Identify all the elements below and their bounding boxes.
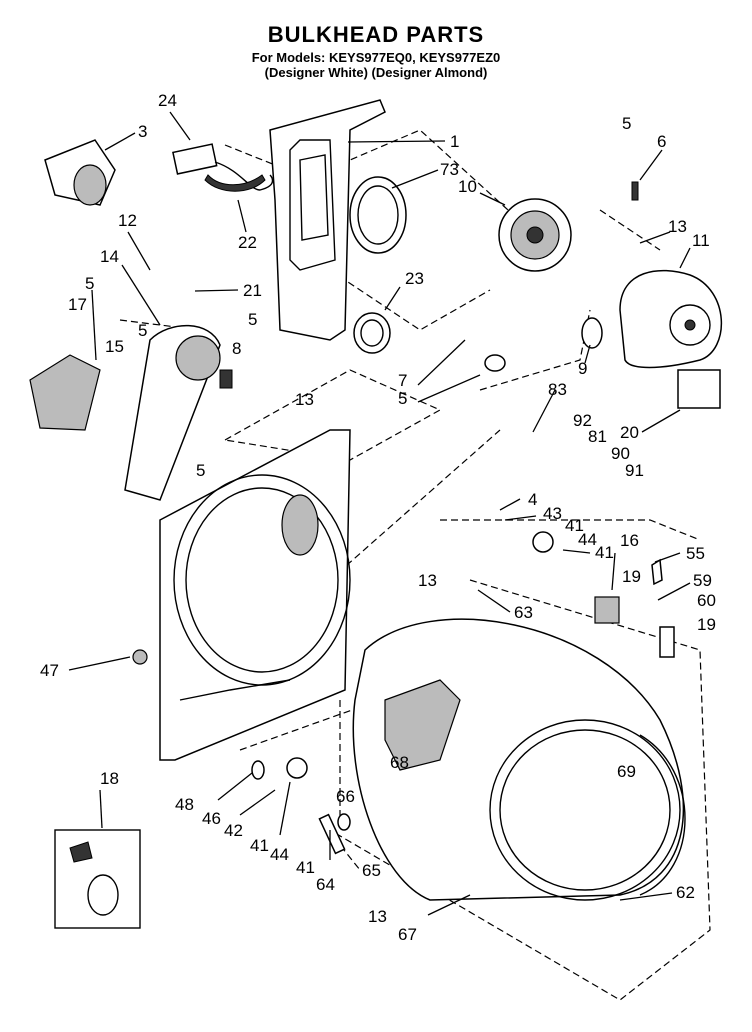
roller-shaft-part-64 (318, 813, 346, 855)
harness-part-18 (54, 829, 141, 929)
gasket-part-73 (349, 176, 407, 254)
callout-label: 8 (232, 339, 241, 358)
washer-part-65 (337, 813, 351, 831)
lint-filter-part-17 (29, 354, 101, 431)
callout-label: 21 (243, 281, 262, 300)
callout-label: 43 (543, 504, 562, 523)
drum-part-67 (352, 618, 685, 901)
roller-part-44 (532, 531, 554, 553)
page-title: BULKHEAD PARTS (267, 22, 485, 47)
callout-label: 48 (175, 795, 194, 814)
callout-label: 41 (296, 858, 315, 877)
callout-label: 5 (622, 114, 631, 133)
callout-label: 5 (398, 389, 407, 408)
switch-part-8 (219, 369, 233, 389)
duct-part-1 (269, 99, 386, 341)
leader-lines (68, 111, 691, 916)
callout-label: 41 (250, 836, 269, 855)
callout-label: 4 (528, 490, 537, 509)
callout-label: 90 (611, 444, 630, 463)
callout-label: 19 (697, 615, 716, 634)
seal-part-9 (581, 317, 603, 349)
callout-label: 6 (657, 132, 666, 151)
callout-label: 22 (238, 233, 257, 252)
callout-label: 41 (565, 516, 584, 535)
callout-label: 65 (362, 861, 381, 880)
callout-label: 83 (548, 380, 567, 399)
callout-label: 5 (196, 461, 205, 480)
callout-label: 5 (248, 310, 257, 329)
callout-label: 16 (620, 531, 639, 550)
callout-label: 41 (595, 543, 614, 562)
callout-label: 46 (202, 809, 221, 828)
blower-housing-part-11 (619, 269, 722, 369)
callout-label: 44 (270, 845, 289, 864)
roller-part-44b (286, 757, 308, 779)
callout-label: 68 (390, 753, 409, 772)
callout-label: 17 (68, 295, 87, 314)
callout-label: 63 (514, 603, 533, 622)
duct-cone-part-3 (44, 139, 116, 206)
callout-label: 92 (573, 411, 592, 430)
connector-part-24 (172, 143, 274, 192)
callout-label: 59 (693, 571, 712, 590)
callout-label: 13 (368, 907, 387, 926)
callout-label: 73 (440, 160, 459, 179)
callout-label: 69 (617, 762, 636, 781)
fuse-part-16 (594, 596, 620, 624)
callout-label: 60 (697, 591, 716, 610)
callout-label: 9 (578, 359, 587, 378)
bracket-part-60 (659, 626, 675, 658)
callout-label: 24 (158, 91, 177, 110)
callout-numbers: 1 73 3 24 22 12 21 14 17 5 5 15 5 5 8 23… (40, 91, 716, 944)
callout-label: 66 (336, 787, 355, 806)
callout-label: 18 (100, 769, 119, 788)
callout-label: 13 (668, 217, 687, 236)
thermostat-part-7 (484, 354, 506, 372)
callout-label: 10 (458, 177, 477, 196)
callout-label: 19 (622, 567, 641, 586)
seal-part-23 (353, 312, 391, 354)
callout-label: 55 (686, 544, 705, 563)
bulkhead-panel-part-48 (159, 429, 351, 761)
nut-part-47 (132, 649, 148, 665)
variants-line: (Designer White) (Designer Almond) (264, 65, 488, 80)
callout-label: 15 (105, 337, 124, 356)
callout-label: 13 (418, 571, 437, 590)
callout-label: 3 (138, 122, 147, 141)
callout-label: 5 (138, 321, 147, 340)
label-part-20 (677, 369, 721, 409)
lint-screen-part-14 (124, 324, 221, 501)
bulb-part-55 (651, 558, 663, 586)
callout-label: 81 (588, 427, 607, 446)
callout-label: 62 (676, 883, 695, 902)
callout-label: 13 (295, 390, 314, 409)
callout-label: 1 (450, 132, 459, 151)
callout-label: 42 (224, 821, 243, 840)
callout-label: 7 (398, 371, 407, 390)
callout-label: 67 (398, 925, 417, 944)
callout-label: 12 (118, 211, 137, 230)
clip-part-6 (631, 181, 639, 201)
models-line: For Models: KEYS977EQ0, KEYS977EZ0 (251, 50, 501, 65)
callout-label: 5 (85, 274, 94, 293)
drum-ring-part-62 (639, 734, 686, 896)
callout-label: 47 (40, 661, 59, 680)
callout-label: 20 (620, 423, 639, 442)
callout-label: 14 (100, 247, 119, 266)
blower-wheel-part-10 (498, 198, 572, 272)
callout-label: 11 (692, 231, 710, 250)
callout-label: 64 (316, 875, 335, 894)
callout-label: 44 (578, 530, 597, 549)
washer-part-46 (251, 760, 265, 780)
callout-label: 91 (625, 461, 644, 480)
callout-label: 23 (405, 269, 424, 288)
